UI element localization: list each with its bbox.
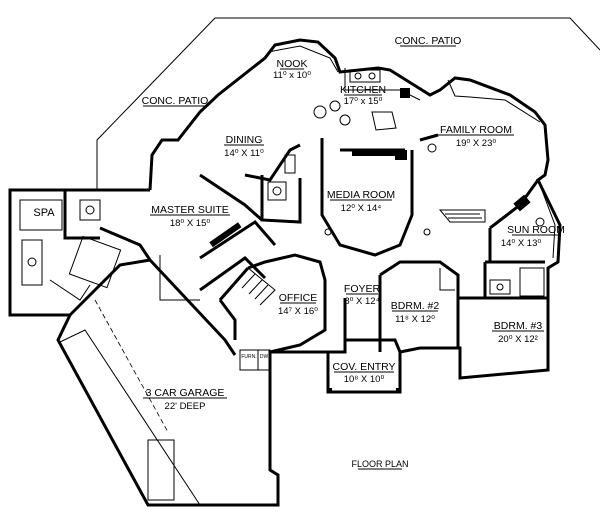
room-entry-dims: 10⁸ X 10⁰ — [344, 374, 385, 385]
furnace-label: FURN. — [241, 354, 256, 360]
room-office-dims: 14⁷ X 16⁰ — [278, 306, 318, 317]
room-media-name: MEDIA ROOM — [327, 189, 395, 201]
room-entry-name: COV. ENTRY — [332, 361, 395, 373]
patio-label-top: CONC. PATIO — [395, 35, 462, 47]
room-nook-name: NOOK — [277, 58, 308, 70]
room-foyer-name: FOYER — [344, 283, 381, 295]
room-dining-name: DINING — [226, 134, 263, 146]
exterior-walls — [8, 38, 562, 507]
room-labels: NOOK 11⁰ x 10⁰ KITCHEN 17⁰ x 15⁰ FAMILY … — [146, 58, 565, 412]
room-family-name: FAMILY ROOM — [440, 124, 512, 136]
room-garage-dims: 22' DEEP — [165, 401, 206, 412]
room-bdrm3-name: BDRM. #3 — [494, 320, 543, 332]
room-office-name: OFFICE — [279, 292, 318, 304]
fixture-labels: SPA FURN. DW — [33, 207, 268, 360]
room-bdrm2-dims: 11⁸ X 12⁰ — [395, 314, 435, 325]
room-garage-name: 3 CAR GARAGE — [146, 387, 225, 399]
interior-details — [19, 45, 556, 506]
spa-label: SPA — [33, 207, 55, 219]
room-bdrm3-dims: 20⁰ X 12² — [498, 334, 538, 345]
room-nook-dims: 11⁰ x 10⁰ — [273, 70, 311, 81]
room-master-name: MASTER SUITE — [151, 204, 229, 216]
patio-labels: CONC. PATIO CONC. PATIO — [142, 35, 462, 107]
room-dining-dims: 14⁰ X 11⁰ — [224, 148, 264, 159]
room-media-dims: 12⁰ X 14⁴ — [341, 203, 382, 214]
room-kitchen-name: KITCHEN — [340, 84, 386, 96]
room-sun-dims: 14⁰ X 13⁰ — [501, 238, 542, 249]
patio-label-left: CONC. PATIO — [142, 95, 209, 107]
room-kitchen-dims: 17⁰ x 15⁰ — [344, 96, 383, 107]
room-sun-name: SUN ROOM — [507, 224, 565, 236]
room-master-dims: 18⁰ X 15⁰ — [170, 218, 211, 229]
dw-label: DW — [260, 354, 269, 360]
interior-walls — [63, 133, 550, 394]
room-bdrm2-name: BDRM. #2 — [391, 300, 440, 312]
room-foyer-dims: 8⁰ X 12⁴ — [344, 296, 379, 307]
label-underlines — [143, 45, 560, 470]
floor-plan-caption: FLOOR PLAN — [351, 459, 408, 469]
room-family-dims: 19⁰ X 23⁰ — [456, 138, 497, 149]
patio-outline — [96, 17, 600, 190]
